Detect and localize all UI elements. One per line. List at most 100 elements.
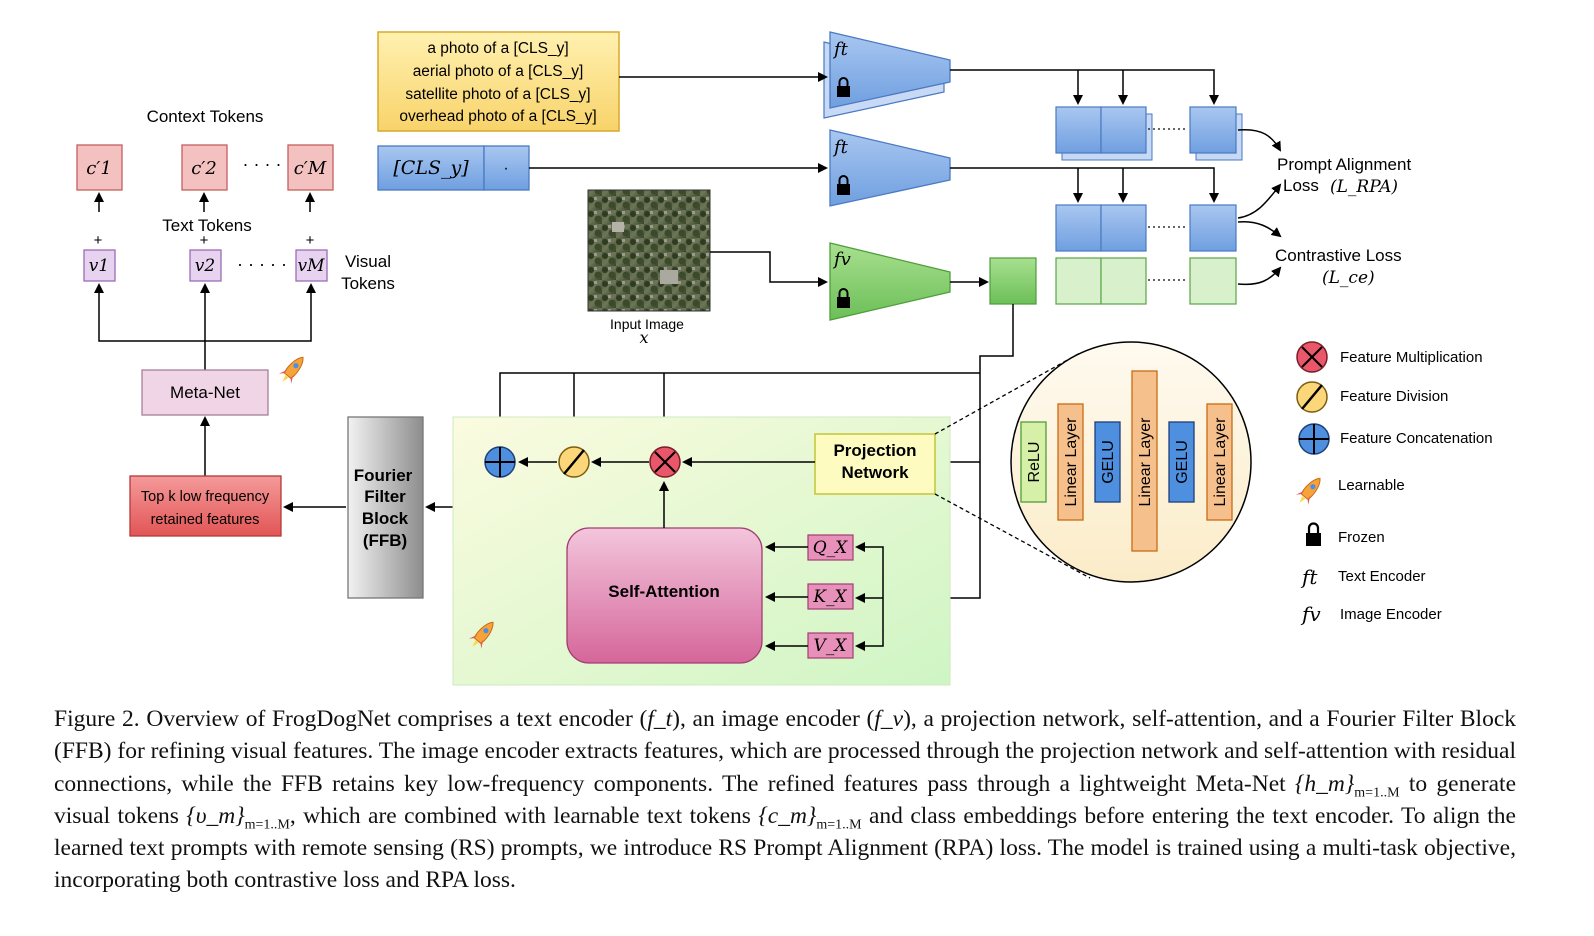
layer-relu: ReLU bbox=[1020, 421, 1047, 503]
v1-token: v1 bbox=[89, 256, 109, 276]
prompt-2: aerial photo of a [CLS_y] bbox=[413, 63, 584, 80]
rocket-icon bbox=[468, 621, 494, 649]
prompt-1: a photo of a [CLS_y] bbox=[427, 40, 568, 57]
encoder-input-arrows bbox=[529, 72, 989, 287]
cls-token-dot: · bbox=[503, 160, 508, 177]
figure-caption: Figure 2. Overview of FrogDogNet compris… bbox=[54, 703, 1516, 897]
token-arrows bbox=[94, 192, 501, 512]
meta-net-label: Meta-Net bbox=[170, 383, 240, 402]
c2-token: c′2 bbox=[191, 158, 217, 179]
v-label: V_X bbox=[814, 636, 848, 656]
input-image: Input Image x bbox=[587, 189, 711, 347]
ffb-label-4: (FFB) bbox=[363, 531, 407, 550]
legend-mult-label: Feature Multiplication bbox=[1340, 349, 1483, 366]
caption-math-range-1: m=1..M bbox=[1354, 785, 1400, 801]
image-feature-bank bbox=[989, 257, 1237, 305]
fourier-filter-block: Fourier Filter Block (FFB) bbox=[347, 416, 424, 599]
legend-frozen-label: Frozen bbox=[1338, 529, 1385, 546]
refinement-module: Projection Network Self-Attention Q_X K_… bbox=[452, 416, 951, 686]
legend-div-label: Feature Division bbox=[1340, 388, 1448, 405]
text-encoder-2: ft bbox=[829, 129, 951, 207]
prompt-3: satellite photo of a [CLS_y] bbox=[405, 86, 590, 103]
visual-tokens-label-2: Tokens bbox=[341, 274, 395, 293]
input-image-var: x bbox=[639, 328, 648, 347]
cM-token: c′M bbox=[294, 158, 327, 179]
plus-1: + bbox=[94, 232, 103, 249]
plus-3: + bbox=[306, 232, 315, 249]
caption-part-2: ), an image encoder ( bbox=[672, 706, 875, 732]
input-image-label: Input Image bbox=[610, 316, 684, 332]
k-label: K_X bbox=[812, 587, 847, 607]
division-operator bbox=[558, 446, 590, 478]
text-feature-bank-2 bbox=[1055, 204, 1237, 252]
plus-signs: + + + bbox=[94, 232, 315, 249]
legend-learnable: Learnable bbox=[1295, 477, 1405, 505]
multiplication-operator bbox=[649, 446, 681, 478]
ft-label-2: ft bbox=[832, 137, 849, 158]
context-tokens-label: Context Tokens bbox=[147, 107, 264, 126]
layer-gelu-2-label: GELU bbox=[1174, 440, 1191, 484]
legend-learnable-label: Learnable bbox=[1338, 477, 1405, 494]
prompt-4: overhead photo of a [CLS_y] bbox=[399, 108, 596, 125]
caption-part-3: ), a projection network, self-attention,… bbox=[54, 706, 1516, 797]
ft-label-1: ft bbox=[832, 39, 849, 60]
visual-tokens-label-1: Visual bbox=[345, 252, 391, 271]
layer-linear-2: Linear Layer bbox=[1131, 370, 1158, 552]
projection-zoom: ReLU Linear Layer GELU Linear Layer GELU… bbox=[934, 341, 1252, 583]
caption-math-v: {υ_m} bbox=[186, 802, 245, 829]
context-dots: · · · · bbox=[243, 154, 282, 174]
c1-token: c′1 bbox=[86, 158, 112, 179]
text-feature-bank-1 bbox=[1055, 106, 1243, 161]
layer-linear-1: Linear Layer bbox=[1057, 403, 1084, 521]
ffb-label-3: Block bbox=[362, 509, 409, 528]
legend-concat-label: Feature Concatenation bbox=[1340, 430, 1493, 447]
layer-gelu-2: GELU bbox=[1168, 421, 1195, 503]
lock-icon bbox=[837, 175, 850, 195]
rocket-icon bbox=[278, 356, 304, 384]
concat-operator bbox=[484, 446, 516, 478]
legend-mult: Feature Multiplication bbox=[1296, 341, 1483, 373]
caption-part-5: , which are combined with learnable text… bbox=[289, 802, 759, 829]
module-arrows bbox=[518, 457, 884, 651]
layer-gelu-1-label: GELU bbox=[1100, 440, 1117, 484]
caption-part-1: Figure 2. Overview of FrogDogNet compris… bbox=[54, 706, 648, 732]
ce-loss-symbol: (L_ce) bbox=[1322, 268, 1375, 288]
topk-label-1: Top k low frequency bbox=[141, 489, 270, 505]
ffb-label-1: Fourier bbox=[354, 466, 413, 485]
context-tokens: Context Tokens c′1 c′2 c′M · · · · bbox=[76, 107, 334, 191]
legend-frozen: Frozen bbox=[1306, 522, 1385, 546]
text-tokens-label: Text Tokens bbox=[162, 216, 251, 235]
fv-label: fv bbox=[832, 249, 851, 270]
plus-2: + bbox=[200, 232, 209, 249]
ffb-label-2: Filter bbox=[364, 487, 406, 506]
legend-div: Feature Division bbox=[1296, 381, 1448, 413]
framework-diagram: a photo of a [CLS_y] aerial photo of a [… bbox=[76, 31, 1493, 686]
caption-math-ft: f_t bbox=[647, 706, 673, 732]
layer-linear-3-label: Linear Layer bbox=[1212, 417, 1229, 507]
projection-label-2: Network bbox=[841, 463, 909, 482]
rs-prompt-box: a photo of a [CLS_y] aerial photo of a [… bbox=[377, 31, 620, 132]
layer-linear-2-label: Linear Layer bbox=[1137, 417, 1154, 507]
vM-token: vM bbox=[297, 256, 325, 276]
caption-math-range-3: m=1..M bbox=[816, 817, 862, 833]
topk-label-2: retained features bbox=[151, 512, 260, 528]
layer-linear-3: Linear Layer bbox=[1206, 403, 1233, 521]
caption-math-range-2: m=1..M bbox=[244, 817, 290, 833]
legend-text-encoder: ft Text Encoder bbox=[1300, 565, 1426, 589]
cls-token-label: [CLS_y] bbox=[393, 157, 469, 179]
layer-relu-label: ReLU bbox=[1026, 442, 1043, 483]
topk-box: Top k low frequency retained features bbox=[129, 475, 282, 537]
caption-math-h: {h_m} bbox=[1295, 770, 1355, 797]
ce-loss-label: Contrastive Loss bbox=[1275, 246, 1402, 265]
rpa-loss-label-2: Loss bbox=[1283, 176, 1319, 195]
meta-net: Meta-Net bbox=[141, 369, 269, 416]
legend-image-encoder-label: Image Encoder bbox=[1340, 606, 1442, 623]
lock-icon bbox=[837, 77, 850, 97]
cls-token: [CLS_y] · bbox=[377, 145, 530, 191]
visual-dots: · · · · · bbox=[237, 254, 287, 274]
legend-concat: Feature Concatenation bbox=[1298, 423, 1493, 455]
lock-icon bbox=[1306, 522, 1321, 546]
caption-math-fv: f_v bbox=[874, 706, 904, 732]
legend-fv-symbol: fv bbox=[1300, 602, 1321, 626]
legend: Feature Multiplication Feature Division … bbox=[1295, 341, 1493, 626]
